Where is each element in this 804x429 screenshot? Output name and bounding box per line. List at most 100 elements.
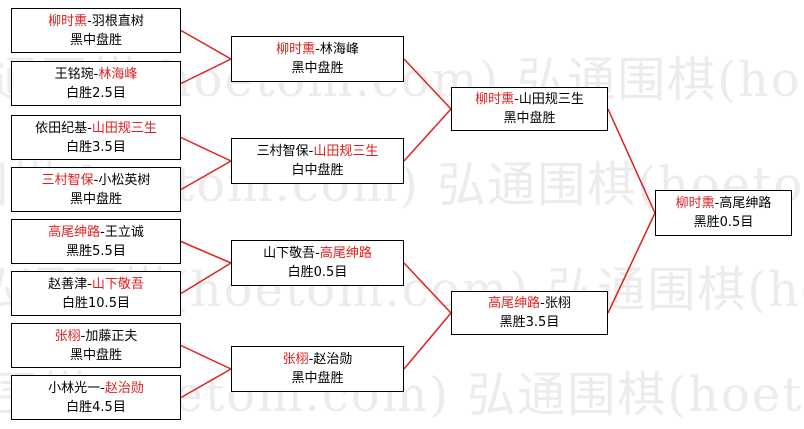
match-result: 黑中盘胜 (69, 347, 122, 363)
match-result: 黑胜5.5目 (66, 243, 126, 259)
match-box-round2-2: 三村智保-山田规三生白中盘胜 (231, 138, 404, 184)
player-2-name: 山田规三生 (313, 144, 379, 159)
match-result: 黑中盘胜 (291, 61, 344, 76)
connector-round3-2-1 (403, 262, 452, 314)
match-box-round2-3: 山下敬吾-高尾绅路白胜0.5目 (231, 240, 404, 286)
player-2-name: 山下敬吾 (91, 276, 144, 292)
match-box-round3-1: 柳时熏-山田规三生黑中盘胜 (451, 87, 608, 131)
player-2-name: 林海峰 (319, 42, 359, 57)
connector-final-1-2 (607, 212, 656, 314)
match-result: 黑中盘胜 (69, 32, 122, 48)
player-separator: - (87, 120, 92, 136)
match-result: 黑中盘胜 (503, 111, 556, 126)
match-box-round1-4: 三村智保-小松英树黑中盘胜 (11, 167, 181, 212)
player-separator: - (514, 92, 519, 107)
match-players: 高尾绅路-王立诚 (48, 223, 144, 242)
player-separator: - (308, 352, 314, 367)
player-1-name: 小林光一 (48, 380, 101, 396)
player-1-name: 三村智保 (256, 144, 309, 159)
player-separator: - (540, 296, 545, 311)
player-2-name: 加藤正夫 (85, 328, 138, 344)
match-players: 柳时熏-林海峰 (276, 40, 359, 59)
connector-round3-1-1 (403, 58, 452, 110)
connector-round2-2-1 (180, 136, 232, 162)
match-box-round1-6: 赵善津-山下敬吾白胜10.5目 (11, 271, 181, 316)
match-result: 黑胜0.5目 (693, 215, 754, 230)
player-1-name: 山下敬吾 (263, 246, 316, 261)
player-2-name: 张栩 (544, 296, 571, 311)
player-2-name: 林海峰 (98, 66, 138, 82)
match-box-round1-7: 张栩-加藤正夫黑中盘胜 (11, 323, 181, 368)
connector-round2-4-2 (180, 368, 232, 399)
player-1-name: 张栩 (54, 328, 81, 344)
match-players: 小林光一-赵治勋 (48, 379, 144, 398)
match-box-round2-1: 柳时熏-林海峰黑中盘胜 (231, 36, 404, 82)
match-box-round1-2: 王铭琬-林海峰白胜2.5目 (11, 61, 181, 106)
match-players: 柳时熏-高尾绅路 (676, 194, 772, 213)
player-2-name: 小松英树 (98, 172, 151, 188)
connector-round2-1-1 (180, 29, 232, 60)
connector-round2-3-2 (180, 262, 232, 295)
connector-round2-4-1 (180, 344, 232, 370)
match-result: 白胜2.5目 (66, 85, 126, 101)
match-result: 黑中盘胜 (69, 191, 122, 207)
connector-round3-1-2 (403, 108, 452, 162)
player-2-name: 山田规三生 (91, 120, 157, 136)
player-1-name: 王铭琬 (54, 66, 94, 82)
match-players: 山下敬吾-高尾绅路 (263, 244, 372, 263)
match-players: 依田纪基-山田规三生 (35, 119, 157, 138)
connector-final-1-1 (607, 108, 656, 214)
player-separator: - (308, 144, 314, 159)
player-separator: - (93, 172, 99, 188)
match-box-round3-2: 高尾绅路-张栩黑胜3.5目 (451, 291, 608, 335)
player-2-name: 高尾绅路 (319, 246, 372, 261)
player-1-name: 张栩 (282, 352, 309, 367)
match-players: 赵善津-山下敬吾 (48, 275, 144, 294)
player-1-name: 柳时熏 (276, 42, 316, 57)
player-2-name: 赵治勋 (104, 380, 144, 396)
match-result: 白胜10.5目 (62, 295, 130, 311)
match-box-round1-5: 高尾绅路-王立诚黑胜5.5目 (11, 219, 181, 264)
match-players: 柳时熏-羽根直树 (48, 12, 144, 31)
player-2-name: 高尾绅路 (719, 196, 772, 211)
player-separator: - (714, 196, 720, 211)
match-result: 黑胜3.5目 (499, 315, 560, 330)
player-2-name: 赵治勋 (313, 352, 353, 367)
player-2-name: 山田规三生 (518, 92, 584, 107)
player-separator: - (100, 380, 105, 396)
match-box-round2-4: 张栩-赵治勋黑中盘胜 (231, 346, 404, 392)
connector-round2-1-2 (180, 58, 232, 85)
connector-round2-2-2 (180, 160, 232, 191)
match-players: 张栩-加藤正夫 (55, 327, 138, 346)
match-players: 高尾绅路-张栩 (488, 294, 571, 313)
player-separator: - (80, 328, 86, 344)
match-box-round1-1: 柳时熏-羽根直树黑中盘胜 (11, 8, 181, 53)
connector-round2-3-1 (180, 240, 232, 264)
player-1-name: 柳时熏 (475, 92, 515, 107)
player-1-name: 依田纪基 (35, 120, 88, 136)
player-2-name: 王立诚 (104, 224, 144, 240)
match-result: 黑中盘胜 (291, 371, 344, 386)
match-box-round1-3: 依田纪基-山田规三生白胜3.5目 (11, 115, 181, 160)
player-separator: - (100, 224, 105, 240)
player-1-name: 高尾绅路 (488, 296, 541, 311)
player-separator: - (315, 42, 320, 57)
match-box-final-1: 柳时熏-高尾绅路黑胜0.5目 (655, 190, 792, 236)
match-players: 三村智保-山田规三生 (257, 142, 379, 161)
match-players: 王铭琬-林海峰 (55, 65, 138, 84)
player-1-name: 三村智保 (41, 172, 94, 188)
match-players: 柳时熏-山田规三生 (475, 90, 584, 109)
player-separator: - (87, 13, 92, 29)
player-2-name: 羽根直树 (91, 13, 144, 29)
match-box-round1-8: 小林光一-赵治勋白胜4.5目 (11, 375, 181, 420)
player-1-name: 赵善津 (48, 276, 88, 292)
player-separator: - (315, 246, 320, 261)
player-1-name: 高尾绅路 (48, 224, 101, 240)
match-result: 白中盘胜 (291, 163, 344, 178)
player-1-name: 柳时熏 (48, 13, 88, 29)
match-players: 张栩-赵治勋 (283, 350, 353, 369)
player-separator: - (93, 66, 99, 82)
match-players: 三村智保-小松英树 (42, 171, 151, 190)
player-1-name: 柳时熏 (675, 196, 715, 211)
